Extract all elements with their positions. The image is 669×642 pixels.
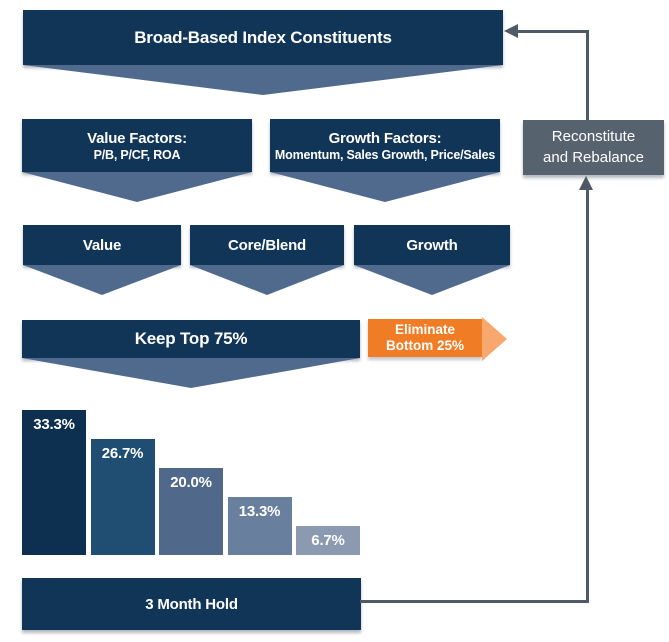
down-chevron (22, 358, 360, 388)
bar-label: 13.3% (238, 503, 281, 520)
rebalance-line1: Reconstitute (551, 128, 636, 146)
bar-segment-3: 20.0% (159, 468, 223, 555)
left-arrowhead-icon (504, 24, 518, 38)
eliminate-bottom-flag: Eliminate Bottom 25% (368, 319, 482, 357)
growth-factors-title: Growth Factors: (328, 129, 442, 147)
up-arrowhead-icon (579, 176, 593, 190)
bar-segment-4: 13.3% (227, 497, 292, 555)
loop-line-right-lower (586, 189, 589, 603)
loop-line-right-upper (586, 30, 589, 120)
value-factors-box: Value Factors: P/B, P/CF, ROA (22, 119, 252, 172)
bar-label: 20.0% (170, 474, 212, 491)
rebalance-line2: and Rebalance (543, 148, 644, 166)
hold-label: 3 Month Hold (145, 595, 238, 613)
down-chevron (22, 172, 252, 202)
keep-top-box: Keep Top 75% (22, 320, 360, 358)
bar-segment-5: 6.7% (296, 526, 360, 555)
right-arrowhead-icon (482, 317, 507, 361)
style-box-core-blend: Core/Blend (190, 225, 344, 265)
loop-line-top (516, 30, 589, 33)
down-chevron (270, 172, 500, 202)
style-growth-label: Growth (406, 236, 458, 254)
bar-segment-1: 33.3% (22, 410, 86, 555)
broad-index-box: Broad-Based Index Constituents (23, 10, 503, 65)
reconstitute-rebalance-box: Reconstitute and Rebalance (523, 120, 664, 175)
eliminate-line1: Eliminate (394, 321, 456, 337)
style-box-growth: Growth (354, 225, 510, 265)
loop-line-bottom (360, 600, 589, 603)
eliminate-line2: Bottom 25% (385, 338, 464, 353)
bar-label: 33.3% (33, 416, 75, 433)
style-value-label: Value (82, 236, 122, 254)
bar-label: 6.7% (311, 532, 345, 549)
weights-bar-chart: 33.3% 26.7% 20.0% 13.3% 6.7% (22, 410, 360, 555)
down-chevron (354, 265, 510, 295)
broad-index-label: Broad-Based Index Constituents (134, 27, 392, 47)
three-month-hold-box: 3 Month Hold (22, 578, 361, 630)
down-chevron (23, 265, 181, 295)
style-core-label: Core/Blend (227, 236, 306, 254)
bar-label: 26.7% (101, 445, 144, 462)
down-chevron (190, 265, 344, 295)
keep-top-label: Keep Top 75% (134, 329, 248, 348)
value-factors-title: Value Factors: (87, 129, 187, 147)
style-box-value: Value (23, 225, 181, 265)
down-chevron (23, 65, 503, 95)
growth-factors-box: Growth Factors: Momentum, Sales Growth, … (270, 119, 500, 172)
value-factors-subtitle: P/B, P/CF, ROA (93, 147, 181, 162)
bar-segment-2: 26.7% (90, 439, 155, 555)
growth-factors-subtitle: Momentum, Sales Growth, Price/Sales (274, 147, 496, 162)
